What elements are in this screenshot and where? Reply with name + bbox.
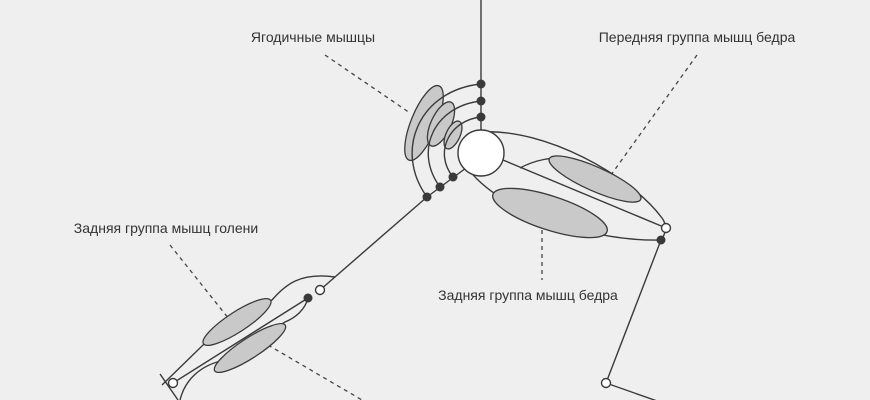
gluteal-muscle-small (443, 120, 463, 150)
knee-joint (660, 222, 672, 234)
hip-joint (457, 129, 505, 177)
foot-joint (600, 377, 612, 389)
ankle-joint (167, 377, 179, 389)
foot-line (605, 239, 662, 400)
label-front-thigh: Передняя группа мышц бедра (599, 29, 796, 45)
front-thigh-leader-line (605, 54, 698, 183)
back-shin-leader-line (169, 244, 234, 325)
back-thigh-muscle (492, 187, 608, 239)
label-back-shin: Задняя группа мышц голени (74, 220, 258, 236)
gluteal-leader-line (324, 54, 411, 114)
label-gluteal: Ягодичные мышцы (251, 29, 375, 45)
shin (159, 196, 428, 400)
shin-leader-line (267, 344, 363, 400)
gluteal-group (404, 83, 482, 198)
label-back-thigh: Задняя группа мышц бедра (438, 287, 618, 303)
front-thigh-muscle (548, 155, 642, 203)
knee-joint-lower (314, 284, 326, 296)
shin-muscle-back (202, 298, 272, 346)
shin-muscle-front (213, 322, 287, 374)
